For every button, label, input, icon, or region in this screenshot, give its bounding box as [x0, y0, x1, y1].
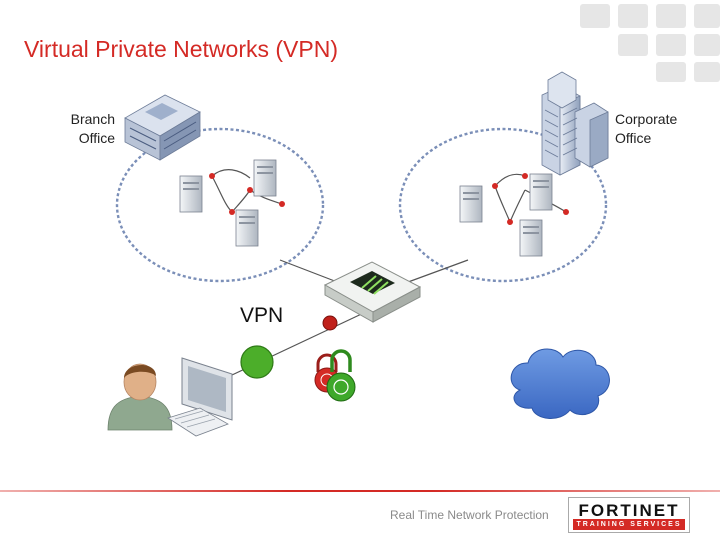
corporate-node-dots: [492, 173, 569, 225]
corporate-server-icon: [519, 219, 543, 257]
tunnel-endpoint-green: [240, 345, 274, 379]
branch-office-label-text: Branch Office: [70, 111, 115, 146]
branch-server-icon: [253, 159, 277, 197]
fortinet-logo: FORTINET TRAINING SERVICES: [568, 497, 690, 533]
internet-cloud-icon: [510, 348, 610, 419]
user-avatar-icon: [107, 363, 173, 431]
logo-subtext: TRAINING SERVICES: [573, 519, 685, 530]
corporate-server-icon: [459, 185, 483, 223]
branch-network-ring: [115, 127, 325, 283]
corporate-office-label-text: Corporate Office: [615, 111, 678, 146]
firewall-appliance-icon: [323, 261, 422, 323]
footer-tagline: Real Time Network Protection: [390, 508, 549, 522]
branch-server-icon: [179, 175, 203, 213]
footer-divider: [0, 490, 720, 492]
branch-server-icon: [235, 209, 259, 247]
corporate-office-label: Corporate Office: [615, 110, 695, 148]
tunnel-endpoint-red: [322, 315, 338, 331]
branch-office-label: Branch Office: [40, 110, 115, 148]
slide-title: Virtual Private Networks (VPN): [24, 36, 338, 62]
vpn-label: VPN: [240, 304, 284, 327]
corporate-network-ring: [398, 127, 608, 283]
vpn-diagram: [107, 71, 610, 437]
remote-computer-icon: [167, 357, 233, 437]
branch-office-building-icon: [124, 94, 201, 161]
corporate-server-icon: [529, 173, 553, 211]
logo-text: FORTINET: [578, 501, 680, 520]
branch-node-dots: [209, 173, 285, 215]
corporate-office-building-icon: [541, 71, 609, 176]
padlock-green-icon: [326, 349, 356, 402]
